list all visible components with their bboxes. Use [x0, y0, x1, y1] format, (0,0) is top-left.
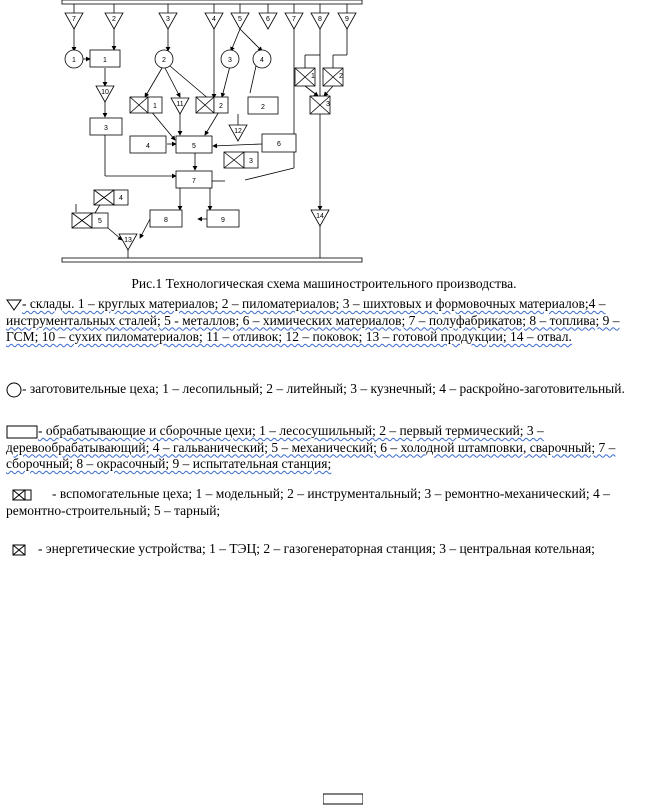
page-number-box	[323, 793, 363, 805]
shop-1: 1	[64, 49, 84, 69]
svg-text:14: 14	[316, 213, 324, 220]
warehouse-13: 13	[118, 233, 138, 251]
processing-1: 1	[89, 49, 121, 68]
processing-5: 5	[175, 135, 213, 154]
technological-scheme-diagram: 7 2 3 4 5 6 7 8 9 10 11 12 13 14 1 2 3 4…	[61, 0, 363, 263]
processing-symbols: 1 2 3 4 5 6 7 8 9	[89, 49, 297, 228]
processing-9: 9	[206, 209, 240, 228]
shop-symbols: 1 2 3 4	[64, 49, 272, 69]
svg-text:2: 2	[261, 104, 265, 111]
warehouse-9: 9	[337, 12, 357, 30]
warehouse-5: 5	[230, 12, 250, 30]
warehouse-3: 3	[158, 12, 178, 30]
svg-text:4: 4	[212, 16, 216, 23]
triangle-icon	[6, 299, 22, 311]
legend-processing: - обрабатывающие и сборочные цехи; 1 – л…	[6, 423, 638, 473]
legend-energy: - энергетические устройства; 1 – ТЭЦ; 2 …	[6, 541, 638, 558]
svg-text:3: 3	[326, 101, 330, 108]
energy-1: 1	[294, 67, 316, 87]
warehouse-6: 6	[258, 12, 278, 30]
svg-text:8: 8	[164, 217, 168, 224]
legend-auxiliary: - вспомогательные цеха; 1 – модельный; 2…	[6, 486, 638, 519]
crossed-box-icon	[12, 489, 32, 501]
crossed-square-icon	[12, 544, 26, 556]
svg-text:8: 8	[318, 16, 322, 23]
warehouse-symbols: 7 2 3 4 5 6 7 8 9 10 11 12 13 14	[64, 12, 357, 251]
svg-text:2: 2	[162, 57, 166, 64]
legend-warehouses: - склады. 1 – круглых материалов; 2 – пи…	[6, 296, 638, 346]
bottom-rail	[61, 257, 363, 263]
processing-4: 4	[129, 135, 167, 154]
svg-text:3: 3	[166, 16, 170, 23]
svg-text:3: 3	[249, 158, 253, 165]
svg-text:2: 2	[219, 103, 223, 110]
warehouse-10: 10	[95, 85, 115, 103]
svg-text:7: 7	[292, 16, 296, 23]
auxiliary-3: 3	[223, 151, 259, 169]
svg-text:4: 4	[260, 57, 264, 64]
legend-auxiliary-text: - вспомогательные цеха; 1 – модельный; 2…	[6, 486, 610, 518]
legend-shops: - заготовительные цеха; 1 – лесопильный;…	[6, 381, 638, 398]
svg-text:4: 4	[146, 143, 150, 150]
svg-text:2: 2	[112, 16, 116, 23]
svg-text:5: 5	[192, 143, 196, 150]
legend-energy-text: - энергетические устройства; 1 – ТЭЦ; 2 …	[38, 541, 595, 556]
svg-text:3: 3	[104, 125, 108, 132]
figure-caption: Рис.1 Технологическая схема машиностроит…	[131, 276, 517, 291]
processing-6: 6	[261, 133, 297, 153]
processing-3: 3	[89, 117, 123, 136]
auxiliary-5: 5	[71, 212, 109, 229]
svg-text:1: 1	[153, 103, 157, 110]
warehouse-14: 14	[310, 209, 330, 227]
auxiliary-4: 4	[93, 189, 129, 206]
warehouse-2: 2	[104, 12, 124, 30]
svg-text:7: 7	[192, 178, 196, 185]
svg-text:9: 9	[345, 16, 349, 23]
legend-processing-text: - обрабатывающие и сборочные цехи; 1 – л…	[6, 423, 616, 471]
energy-2: 2	[322, 67, 344, 87]
shop-3: 3	[220, 49, 240, 69]
warehouse-12: 12	[228, 124, 248, 142]
svg-text:13: 13	[124, 237, 132, 244]
processing-7: 7	[175, 170, 213, 189]
svg-text:1: 1	[103, 57, 107, 64]
svg-text:1: 1	[311, 73, 315, 80]
processing-8: 8	[149, 209, 183, 228]
energy-3: 3	[309, 95, 331, 115]
auxiliary-symbols: 1 2 3 4 5	[71, 96, 259, 229]
shop-4: 4	[252, 49, 272, 69]
legend-shops-text: - заготовительные цеха; 1 – лесопильный;…	[22, 381, 625, 396]
svg-text:6: 6	[277, 141, 281, 148]
svg-text:2: 2	[339, 73, 343, 80]
svg-text:7: 7	[72, 16, 76, 23]
svg-text:6: 6	[266, 16, 270, 23]
svg-text:1: 1	[72, 57, 76, 64]
legend-warehouses-text: - склады. 1 – круглых материалов; 2 – пи…	[6, 296, 620, 344]
auxiliary-2: 2	[195, 96, 229, 114]
warehouse-8: 8	[310, 12, 330, 30]
auxiliary-1: 1	[129, 96, 163, 114]
svg-text:9: 9	[221, 217, 225, 224]
warehouse-1: 7	[64, 12, 84, 30]
warehouse-11: 11	[170, 97, 190, 115]
processing-2: 2	[247, 96, 279, 115]
svg-text:11: 11	[176, 101, 183, 108]
svg-text:5: 5	[98, 218, 102, 225]
shop-2: 2	[154, 49, 174, 69]
energy-symbols: 1 2 3	[294, 67, 344, 115]
svg-text:12: 12	[234, 128, 242, 135]
warehouse-7: 7	[284, 12, 304, 30]
svg-text:10: 10	[101, 89, 109, 96]
rectangle-icon	[6, 425, 38, 439]
svg-text:5: 5	[238, 16, 242, 23]
warehouse-4: 4	[204, 12, 224, 30]
svg-text:3: 3	[228, 57, 232, 64]
circle-icon	[6, 382, 22, 398]
svg-text:4: 4	[119, 195, 123, 202]
top-rail	[61, 0, 363, 5]
